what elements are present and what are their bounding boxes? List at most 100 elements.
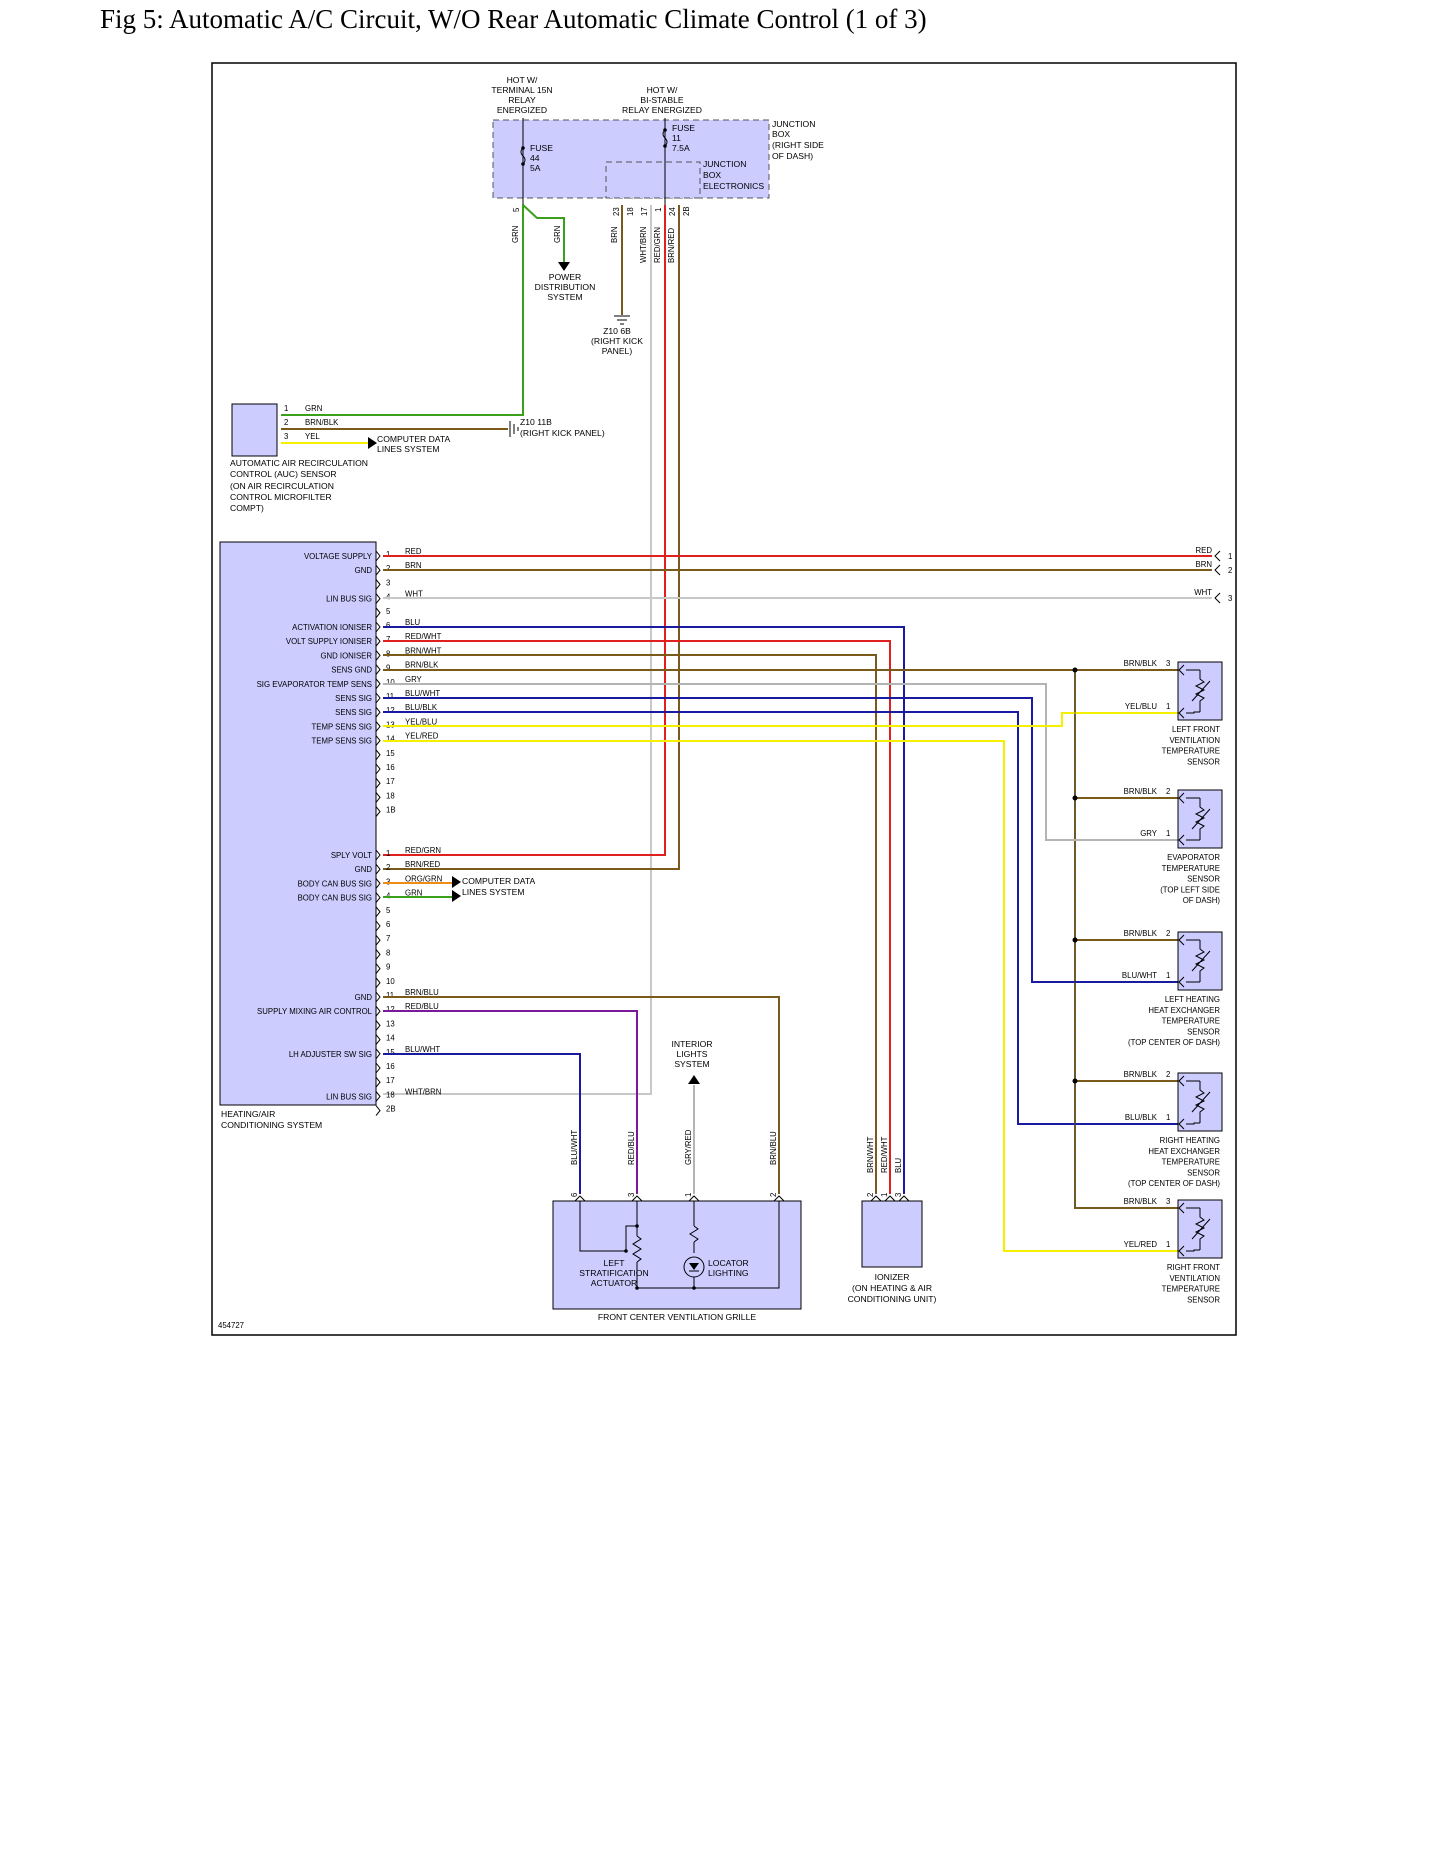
pin-wire-color: BLU xyxy=(405,618,421,627)
pin-number: 2 xyxy=(386,863,390,872)
ground-z10-11b xyxy=(509,421,519,437)
pin-wire-color: BRN xyxy=(405,561,421,570)
sensor-label: TEMPERATURE xyxy=(1162,1285,1220,1294)
svg-text:JUNCTION: JUNCTION xyxy=(703,159,746,169)
pin-number: 8 xyxy=(386,649,390,658)
wire-red-wht-volt-supply-ioniser xyxy=(383,640,891,1194)
pin-wire-color: GRN xyxy=(405,889,422,898)
edge-wire-color: WHT xyxy=(1194,588,1212,597)
svg-text:SYSTEM: SYSTEM xyxy=(547,292,582,302)
pin-wire-color: YEL/RED xyxy=(405,732,439,741)
sensor-pin: 1 xyxy=(1166,702,1170,711)
svg-text:CONTROL (AUC) SENSOR: CONTROL (AUC) SENSOR xyxy=(230,469,337,479)
thermistor-icon xyxy=(1194,1208,1206,1250)
ionizer-pins: 2 1 3 xyxy=(866,1193,903,1197)
pin-number: 1B xyxy=(386,806,396,815)
junction-box-electronics xyxy=(605,161,701,199)
auc-cdl-label: COMPUTER DATA LINES SYSTEM xyxy=(377,434,450,454)
pin-number: 6 xyxy=(386,920,390,929)
interior-lights-arrow xyxy=(688,1075,700,1084)
svg-text:BI-STABLE: BI-STABLE xyxy=(640,95,684,105)
pin-number: 18 xyxy=(386,791,395,800)
grille-wire-labels: BLU/WHT RED/BLU GRY/RED BRN/BLU xyxy=(570,1129,778,1165)
pin-number: 5 xyxy=(386,906,391,915)
sensor-wire-color: BRN/BLK xyxy=(1124,659,1158,668)
svg-text:ELECTRONICS: ELECTRONICS xyxy=(703,181,764,191)
svg-text:HOT W/: HOT W/ xyxy=(507,75,538,85)
hvac-module-label: HEATING/AIR CONDITIONING SYSTEM xyxy=(221,1109,322,1130)
hvac-pin-row: 15 xyxy=(375,749,395,761)
sensor-wire-color: BLU/BLK xyxy=(1125,1113,1158,1122)
edge-pin-number: 3 xyxy=(1228,594,1232,603)
svg-text:2: 2 xyxy=(769,1193,778,1197)
svg-text:LOCATOR: LOCATOR xyxy=(708,1258,749,1268)
hvac-pin-row: 1B xyxy=(375,806,396,817)
pin-number: 3 xyxy=(386,877,390,886)
hvac-pin-row: 13 xyxy=(375,1019,395,1031)
svg-text:2: 2 xyxy=(284,418,288,427)
sensor-wire-color: BRN/BLK xyxy=(1124,1070,1158,1079)
svg-text:CONTROL MICROFILTER: CONTROL MICROFILTER xyxy=(230,492,332,502)
svg-text:FUSE: FUSE xyxy=(672,123,695,133)
pin-number: 1 xyxy=(386,550,390,559)
hvac-pin-row: 17 xyxy=(375,777,395,789)
sensor-label: (TOP CENTER OF DASH) xyxy=(1128,1179,1220,1188)
can-arrow-1 xyxy=(452,876,461,888)
pin-signal: LIN BUS SIG xyxy=(326,595,372,604)
svg-text:BRN/RED: BRN/RED xyxy=(667,228,676,263)
pin-number: 16 xyxy=(386,763,395,772)
svg-text:11: 11 xyxy=(672,133,681,143)
actuator-label: LEFT STRATIFICATION ACTUATOR xyxy=(579,1258,648,1288)
locator-lighting-label: LOCATOR LIGHTING xyxy=(708,1258,749,1278)
hvac-pin-row: 5 xyxy=(375,607,391,619)
sensor-label: (TOP LEFT SIDE xyxy=(1160,885,1220,894)
svg-text:1: 1 xyxy=(284,404,288,413)
top-connector-pins: 5 23 18 17 1 24 2B xyxy=(512,206,691,216)
svg-text:HEATING/AIR: HEATING/AIR xyxy=(221,1109,275,1119)
svg-text:RELAY: RELAY xyxy=(508,95,536,105)
sensor-label: HEAT EXCHANGER xyxy=(1148,1147,1220,1156)
svg-text:(RIGHT KICK: (RIGHT KICK xyxy=(591,336,643,346)
pin-number: 15 xyxy=(386,749,395,758)
sensor-label: OF DASH) xyxy=(1183,896,1221,905)
pin-number: 7 xyxy=(386,635,390,644)
hvac-pin-row: 8 xyxy=(375,948,390,960)
ionizer-wire-labels: BRN/WHT RED/WHT BLU xyxy=(866,1136,903,1173)
svg-text:7.5A: 7.5A xyxy=(672,143,690,153)
pin-signal: VOLTAGE SUPPLY xyxy=(304,552,373,561)
wire-brn-blu-gnd xyxy=(383,996,780,1194)
hvac-pin-row: 16 xyxy=(375,763,395,775)
svg-text:Z10 6B: Z10 6B xyxy=(603,326,631,336)
pin-signal: TEMP SENS SIG xyxy=(311,737,372,746)
svg-text:BRN: BRN xyxy=(610,227,619,243)
pin-signal: BODY CAN BUS SIG xyxy=(298,894,372,903)
svg-text:INTERIOR: INTERIOR xyxy=(671,1039,712,1049)
pin-wire-color: RED/GRN xyxy=(405,846,441,855)
fuse-44-symbol xyxy=(520,147,526,165)
pin-number: 6 xyxy=(386,621,390,630)
svg-text:YEL: YEL xyxy=(305,432,320,441)
hvac-pin-row: 3 xyxy=(375,578,390,590)
svg-text:18: 18 xyxy=(626,207,635,216)
pin-number: 12 xyxy=(386,1005,395,1014)
wire-brn-red-gnd xyxy=(383,205,680,870)
z10-11b-label: Z10 11B (RIGHT KICK PANEL) xyxy=(520,417,605,438)
pin-number: 14 xyxy=(386,735,395,744)
hvac-pin-row: 9 xyxy=(375,963,390,974)
auc-cdl-arrow xyxy=(368,437,377,449)
ionizer-box xyxy=(861,1200,923,1268)
wire-gry-evap-sig xyxy=(383,683,1178,841)
top-wire-labels: GRN GRN BRN WHT/BRN RED/GRN BRN/RED xyxy=(511,226,676,263)
svg-text:17: 17 xyxy=(640,207,649,216)
svg-text:IONIZER: IONIZER xyxy=(875,1272,910,1282)
